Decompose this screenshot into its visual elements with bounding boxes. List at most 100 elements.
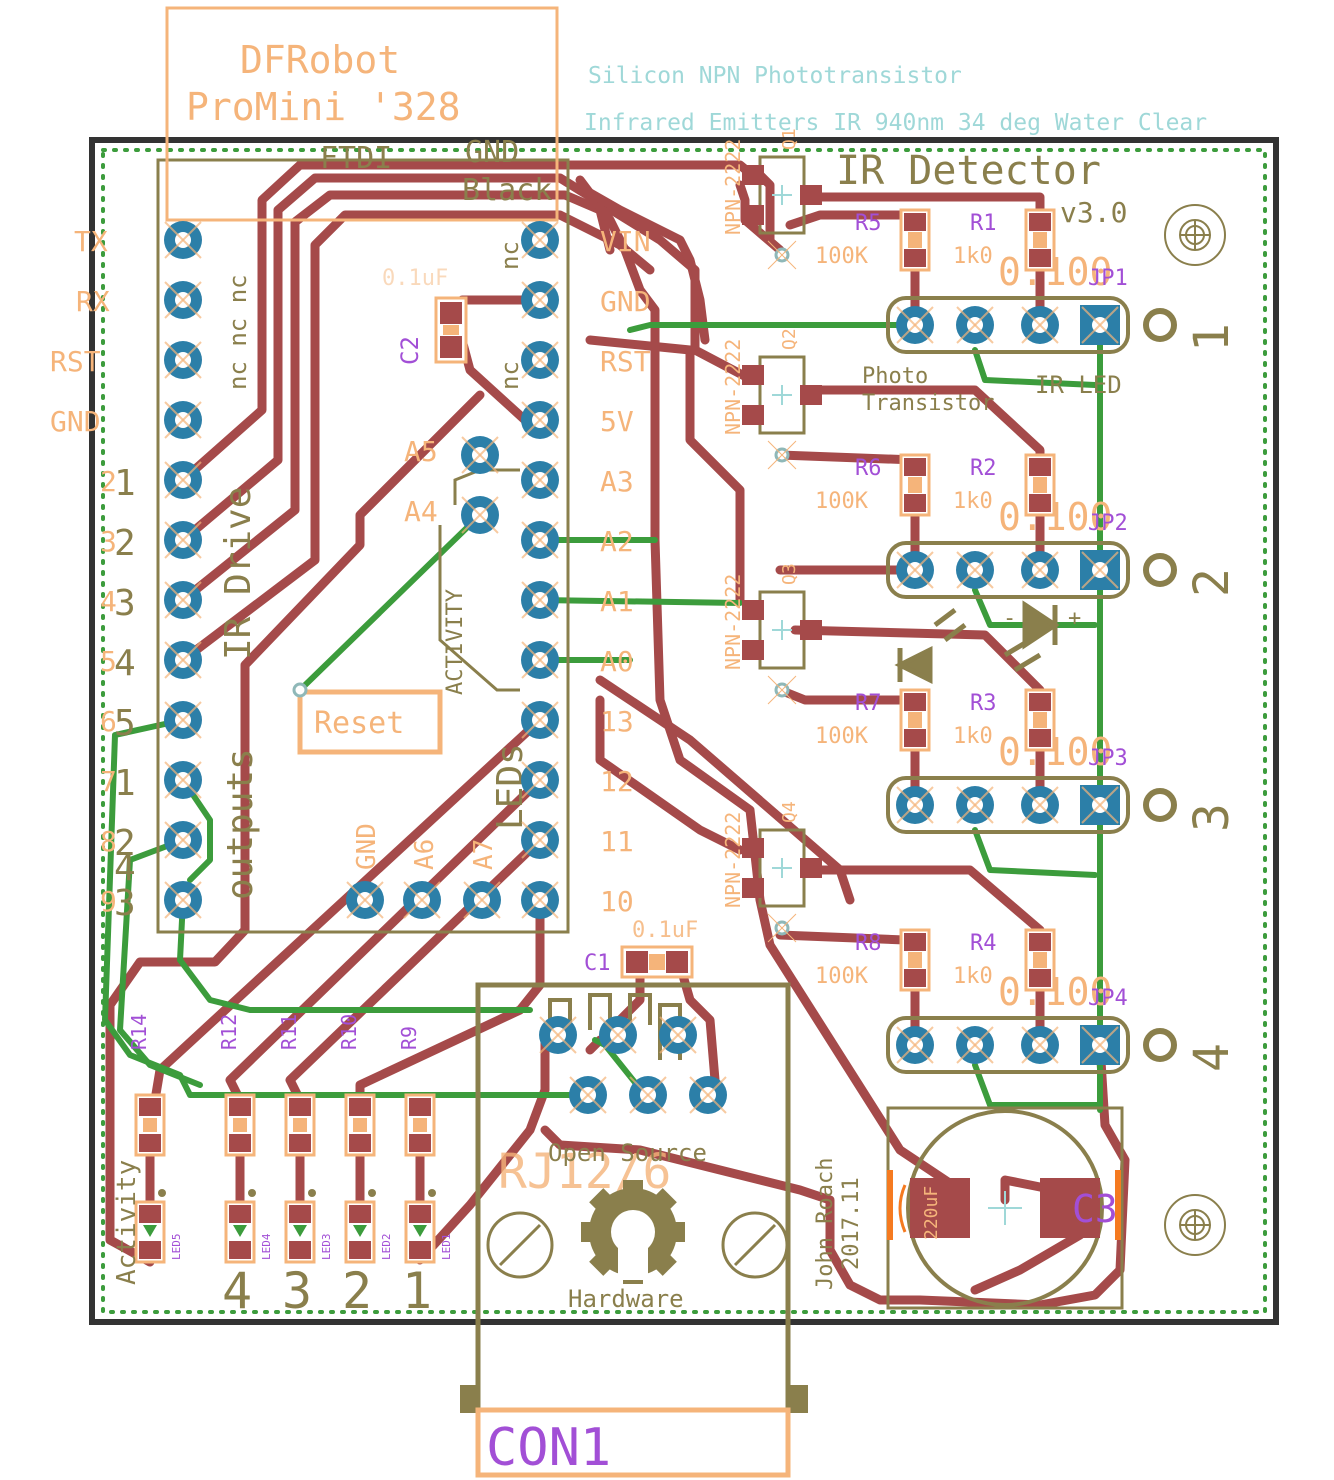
transistor <box>742 155 822 270</box>
outputs-num-6: 1 <box>114 763 136 804</box>
module-outline <box>156 158 570 934</box>
module-right-pad <box>521 521 559 559</box>
reset-via <box>292 682 308 698</box>
module-bottom-pad-a6 <box>403 881 441 919</box>
c1-value: 0.1uF <box>632 918 698 943</box>
mounting-hole-top <box>1164 204 1226 266</box>
module-left-pad <box>164 221 202 259</box>
pull-resistor-value: 100K <box>815 964 869 989</box>
module-left-pad <box>164 701 202 739</box>
transistor <box>742 590 822 705</box>
pull-resistor-value: 100K <box>815 244 869 269</box>
module-left-pad <box>164 881 202 919</box>
capacitor-c1: C1 0.1uF <box>584 918 698 979</box>
ftdi-gnd-label: GND <box>465 135 519 170</box>
led-resistor-ref: R3 <box>970 691 997 716</box>
right-pin-label-11: 11 <box>600 825 634 858</box>
header-marker <box>1143 308 1177 342</box>
transistor-part: NPN-2222 <box>721 139 745 235</box>
photo-label-line1: Photo <box>862 364 928 389</box>
led-minus: - <box>1003 606 1016 631</box>
module-left-labels: TX RX RST GND 2 3 4 5 6 7 8 9 <box>50 225 117 918</box>
module-inner-pad-a5 <box>461 436 499 474</box>
header-number: 1 <box>1184 323 1240 352</box>
outputs-num-8: 3 <box>114 883 136 924</box>
outputs-numbers: 1 2 3 4 5 1 2 3 4 <box>114 463 136 924</box>
led-plus: + <box>1068 606 1081 631</box>
module-bottom-pad-gnd <box>346 881 384 919</box>
led-resistor-ref: R11 <box>277 1014 301 1050</box>
module-right-pad <box>521 581 559 619</box>
ir-led-label: IR LED <box>1035 371 1122 399</box>
pull-resistor <box>899 928 931 992</box>
photodiode-symbol <box>894 608 967 685</box>
board-version: v3.0 <box>1060 196 1127 229</box>
module-left-pad <box>164 341 202 379</box>
rj12-pin-3 <box>659 1016 697 1054</box>
transistor-part: NPN-2222 <box>721 574 745 670</box>
nc-right-labels2: nc <box>496 361 524 390</box>
activity-label: ACTIVITY <box>443 589 468 695</box>
left-pin-label-5: 5 <box>100 645 117 678</box>
module-right-pad <box>521 461 559 499</box>
module-left-pad <box>164 461 202 499</box>
module-left-pad <box>164 401 202 439</box>
module-right-pad <box>521 881 559 919</box>
module-left-pad <box>164 821 202 859</box>
header-marker <box>1143 788 1177 822</box>
pull-resistor-ref: R5 <box>855 211 882 236</box>
header-ref: JP2 <box>1088 511 1128 536</box>
led-resistor-ref: R2 <box>970 456 997 481</box>
module-bottom-pad-a7 <box>463 881 501 919</box>
transistor-ref: Q4 <box>779 801 800 823</box>
transistor <box>742 828 822 943</box>
header-pin <box>896 786 934 824</box>
led-resistor-value: 1k0 <box>953 489 993 514</box>
right-pin-label-a3: A3 <box>600 465 634 498</box>
right-pin-label-a2: A2 <box>600 525 634 558</box>
rj12-pin-5 <box>629 1076 667 1114</box>
transistor-ref: Q3 <box>779 563 800 585</box>
right-pin-label-a1: A1 <box>600 585 634 618</box>
left-pin-label-8: 8 <box>100 825 117 858</box>
header-ref: JP3 <box>1088 746 1128 771</box>
right-pin-label-vin: VIN <box>600 225 651 258</box>
header-number: 4 <box>1184 1043 1240 1072</box>
nc-left-labels: nc nc nc <box>224 274 252 390</box>
left-pin-label-rx: RX <box>76 285 110 318</box>
led-resistor-ref: R12 <box>217 1014 241 1050</box>
transistor-ref: Q1 <box>779 128 800 150</box>
led-resistor-value: 1k0 <box>953 964 993 989</box>
ir-drive-label: IR Drive <box>218 487 259 660</box>
header-pin <box>956 786 994 824</box>
led-ref: LED1 <box>440 1234 453 1261</box>
led-digit-4: 4 <box>222 1262 252 1320</box>
left-pin-label-tx: TX <box>74 225 108 258</box>
led-resistor <box>1024 688 1056 752</box>
led-digit-1: 1 <box>402 1262 432 1320</box>
led-ref: LED2 <box>380 1234 393 1261</box>
module-left-pad <box>164 761 202 799</box>
header-pin-1 <box>1080 1025 1120 1065</box>
header-number: 3 <box>1184 803 1240 832</box>
c2-value: 0.1uF <box>382 266 448 291</box>
mounting-hole-bottom <box>1164 1194 1226 1256</box>
left-pin-label-7: 7 <box>100 765 117 798</box>
led-resistor-ref: R4 <box>970 931 997 956</box>
note-line2: Infrared Emitters IR 940nm 34 deg Water … <box>584 110 1207 136</box>
capacitor-c2: C2 0.1uF <box>382 266 468 365</box>
outputs-num-2: 2 <box>114 523 136 564</box>
note-line1: Silicon NPN Phototransistor <box>588 63 962 89</box>
left-pin-label-3: 3 <box>100 525 117 558</box>
rj12-pads <box>539 1016 727 1114</box>
header-pin <box>956 306 994 344</box>
activity-bank-label: Activity <box>112 1160 142 1285</box>
right-pin-label-rst: RST <box>600 345 651 378</box>
ftdi-black-label: Black <box>462 173 552 208</box>
c3-ref: C3 <box>1072 1187 1118 1231</box>
